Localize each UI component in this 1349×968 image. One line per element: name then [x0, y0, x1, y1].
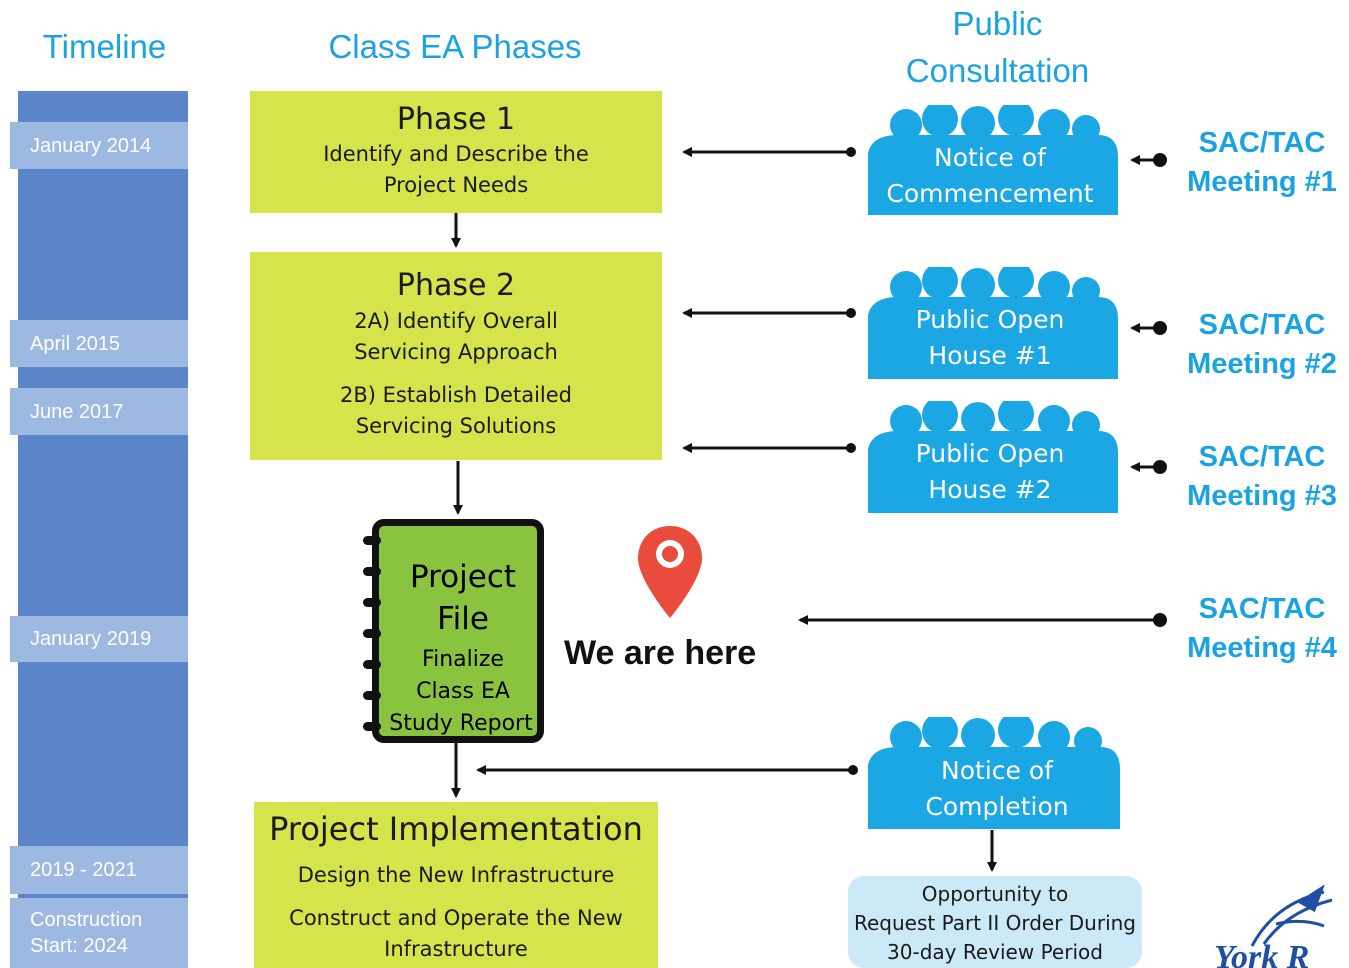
- binder-ring: [363, 598, 381, 607]
- project-implementation-title: Project Implementation: [269, 810, 643, 848]
- phase-2-line2: Servicing Approach: [354, 340, 558, 364]
- timeline-bar: [18, 91, 188, 968]
- sac-tac-meeting-3-line1: SAC/TAC: [1198, 441, 1326, 473]
- notice-of-completion-line1: Notice of: [941, 756, 1053, 785]
- part-ii-order-opportunity-box: Opportunity to Request Part II Order Dur…: [848, 876, 1142, 968]
- sac-tac-meeting-3-line2: Meeting #3: [1187, 480, 1337, 512]
- timeline-label-january-2019: January 2019: [10, 616, 188, 662]
- notice-of-commencement: Notice of Commencement: [868, 140, 1112, 212]
- binder-ring: [363, 722, 381, 731]
- timeline-label-text: January 2014: [30, 134, 152, 157]
- timeline-label-text-line2: Start: 2024: [30, 935, 128, 957]
- timeline-label-text: June 2017: [30, 400, 124, 423]
- timeline-header: Timeline: [42, 28, 167, 65]
- notice-of-completion: Notice of Completion: [874, 753, 1120, 825]
- timeline-label-text: January 2019: [30, 628, 152, 650]
- crowd-icon: [868, 717, 1120, 829]
- phase-2-box: Phase 2 2A) Identify Overall Servicing A…: [250, 252, 662, 460]
- project-file-line5: Study Report: [389, 711, 533, 736]
- binder-ring: [363, 660, 381, 669]
- phase-2-line1: 2A) Identify Overall: [354, 309, 558, 333]
- notice-of-commencement-line1: Notice of: [934, 143, 1046, 172]
- project-file-title-line1: Project: [409, 559, 517, 595]
- crowd-icon: [868, 401, 1118, 513]
- timeline-label-text-line1: Construction: [30, 909, 143, 931]
- opportunity-line2: Request Part II Order During: [853, 911, 1136, 935]
- connector-dot: [846, 147, 856, 157]
- public-consultation-header-line1: Public: [952, 5, 1043, 42]
- york-region-logo-icon: York R: [1214, 884, 1333, 968]
- sac-tac-meeting-1-line2: Meeting #1: [1187, 166, 1337, 198]
- timeline-label-text: 2019 - 2021: [30, 859, 137, 881]
- sac-tac-meeting-4: SAC/TAC Meeting #4: [1176, 590, 1348, 668]
- timeline-label-january-2014: January 2014: [10, 122, 188, 169]
- notice-of-completion-line2: Completion: [925, 792, 1069, 821]
- connector-dot: [1153, 460, 1167, 474]
- connector-dot: [1153, 613, 1167, 627]
- timeline-label-construction-start: Construction Start: 2024: [10, 898, 188, 968]
- phase-2-title: Phase 2: [396, 268, 516, 303]
- sac-tac-meeting-1-line1: SAC/TAC: [1198, 127, 1326, 159]
- timeline-label-text: April 2015: [30, 332, 121, 355]
- phase-2-line3: 2B) Establish Detailed: [340, 383, 572, 407]
- phase-2-line4: Servicing Solutions: [355, 414, 557, 438]
- timeline-label-2019-2021: 2019 - 2021: [10, 846, 188, 894]
- project-file-line4: Class EA: [416, 679, 510, 704]
- sac-tac-meeting-4-line2: Meeting #4: [1187, 632, 1337, 664]
- public-open-house-1-line2: House #1: [928, 341, 1052, 370]
- crowd-icon: [868, 267, 1118, 379]
- class-ea-phases-header: Class EA Phases: [328, 28, 582, 65]
- notice-of-commencement-line2: Commencement: [886, 179, 1094, 208]
- sac-tac-meeting-2: SAC/TAC Meeting #2: [1176, 306, 1348, 384]
- project-implementation-box: Project Implementation Design the New In…: [254, 802, 658, 968]
- sac-tac-meeting-1: SAC/TAC Meeting #1: [1176, 124, 1348, 202]
- binder-ring: [363, 691, 381, 700]
- phase-1-line1: Identify and Describe the: [323, 142, 589, 166]
- phase-1-line2: Project Needs: [383, 173, 529, 197]
- opportunity-line3: 30-day Review Period: [887, 940, 1103, 964]
- we-are-here-label: We are here: [564, 634, 757, 672]
- connector-dot: [1153, 321, 1167, 335]
- timeline-label-april-2015: April 2015: [10, 320, 188, 367]
- project-implementation-line3: Infrastructure: [384, 937, 528, 961]
- project-file-title-line2: File: [437, 601, 489, 637]
- binder-ring: [363, 567, 381, 576]
- sac-tac-meeting-2-line2: Meeting #2: [1187, 348, 1337, 380]
- public-consultation-header-line2: Consultation: [905, 52, 1090, 89]
- york-region-logo-text: York R: [1214, 939, 1309, 968]
- phase-1-title: Phase 1: [396, 102, 516, 137]
- connector-dot: [848, 765, 858, 775]
- project-file-line3: Finalize: [422, 647, 504, 672]
- binder-ring: [363, 536, 381, 545]
- timeline-label-june-2017: June 2017: [10, 388, 188, 435]
- public-open-house-2-line2: House #2: [928, 475, 1052, 504]
- connector-dot: [846, 443, 856, 453]
- opportunity-line1: Opportunity to: [921, 882, 1069, 906]
- project-implementation-line1: Design the New Infrastructure: [297, 863, 615, 887]
- public-open-house-1: Public Open House #1: [868, 302, 1112, 374]
- location-pin-icon: [638, 526, 702, 618]
- project-file-binder: Project File Finalize Class EA Study Rep…: [372, 519, 544, 743]
- project-implementation-line2: Construct and Operate the New: [289, 906, 623, 930]
- public-open-house-1-line1: Public Open: [915, 305, 1065, 334]
- public-open-house-2: Public Open House #2: [868, 436, 1112, 508]
- sac-tac-meeting-2-line1: SAC/TAC: [1198, 309, 1326, 341]
- connector-dot: [846, 308, 856, 318]
- sac-tac-meeting-3: SAC/TAC Meeting #3: [1176, 438, 1348, 516]
- phase-1-box: Phase 1 Identify and Describe the Projec…: [250, 91, 662, 213]
- connector-dot: [1153, 153, 1167, 167]
- public-open-house-2-line1: Public Open: [915, 439, 1065, 468]
- binder-ring: [363, 629, 381, 638]
- crowd-icon: [868, 105, 1118, 215]
- public-consultation-header: Public Consultation: [850, 0, 1145, 94]
- sac-tac-meeting-4-line1: SAC/TAC: [1198, 593, 1326, 625]
